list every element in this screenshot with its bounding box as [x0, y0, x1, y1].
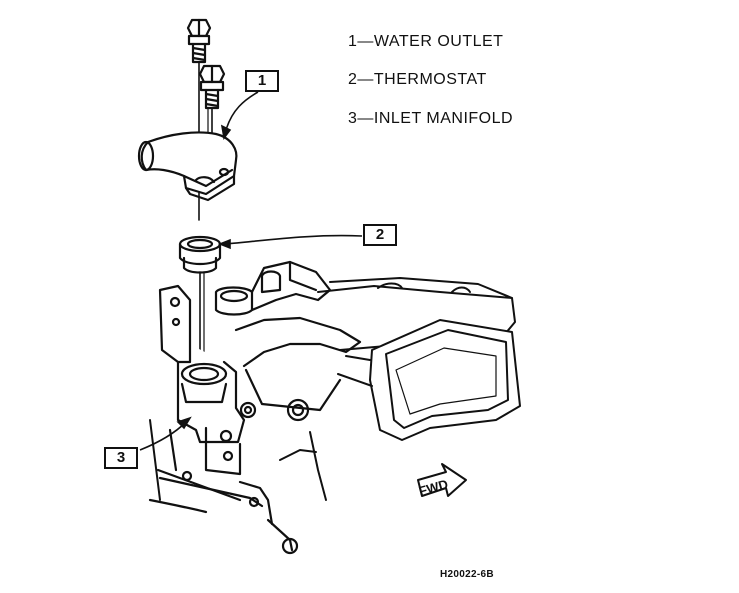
legend-item-inlet-manifold: 3—INLET MANIFOLD [348, 110, 514, 127]
callout-1: 1 [245, 70, 279, 92]
water-outlet [137, 131, 238, 202]
callout-3-label: 3 [116, 449, 126, 466]
inlet-manifold [148, 260, 362, 555]
leader-line-2 [225, 234, 363, 245]
legend-item-water-outlet: 1—WATER OUTLET [348, 33, 504, 50]
legend-item-thermostat: 2—THERMOSTAT [348, 71, 487, 88]
callout-3: 3 [104, 447, 138, 469]
callout-1-label: 1 [257, 72, 267, 89]
callout-2: 2 [363, 224, 397, 246]
engine-block [149, 277, 521, 501]
leader-line-1 [225, 91, 259, 131]
leader-line-3 [139, 421, 187, 451]
callout-2-label: 2 [375, 226, 385, 243]
fwd-direction-arrow: FWD [417, 463, 467, 499]
figure-code: H20022-6B [440, 569, 494, 580]
